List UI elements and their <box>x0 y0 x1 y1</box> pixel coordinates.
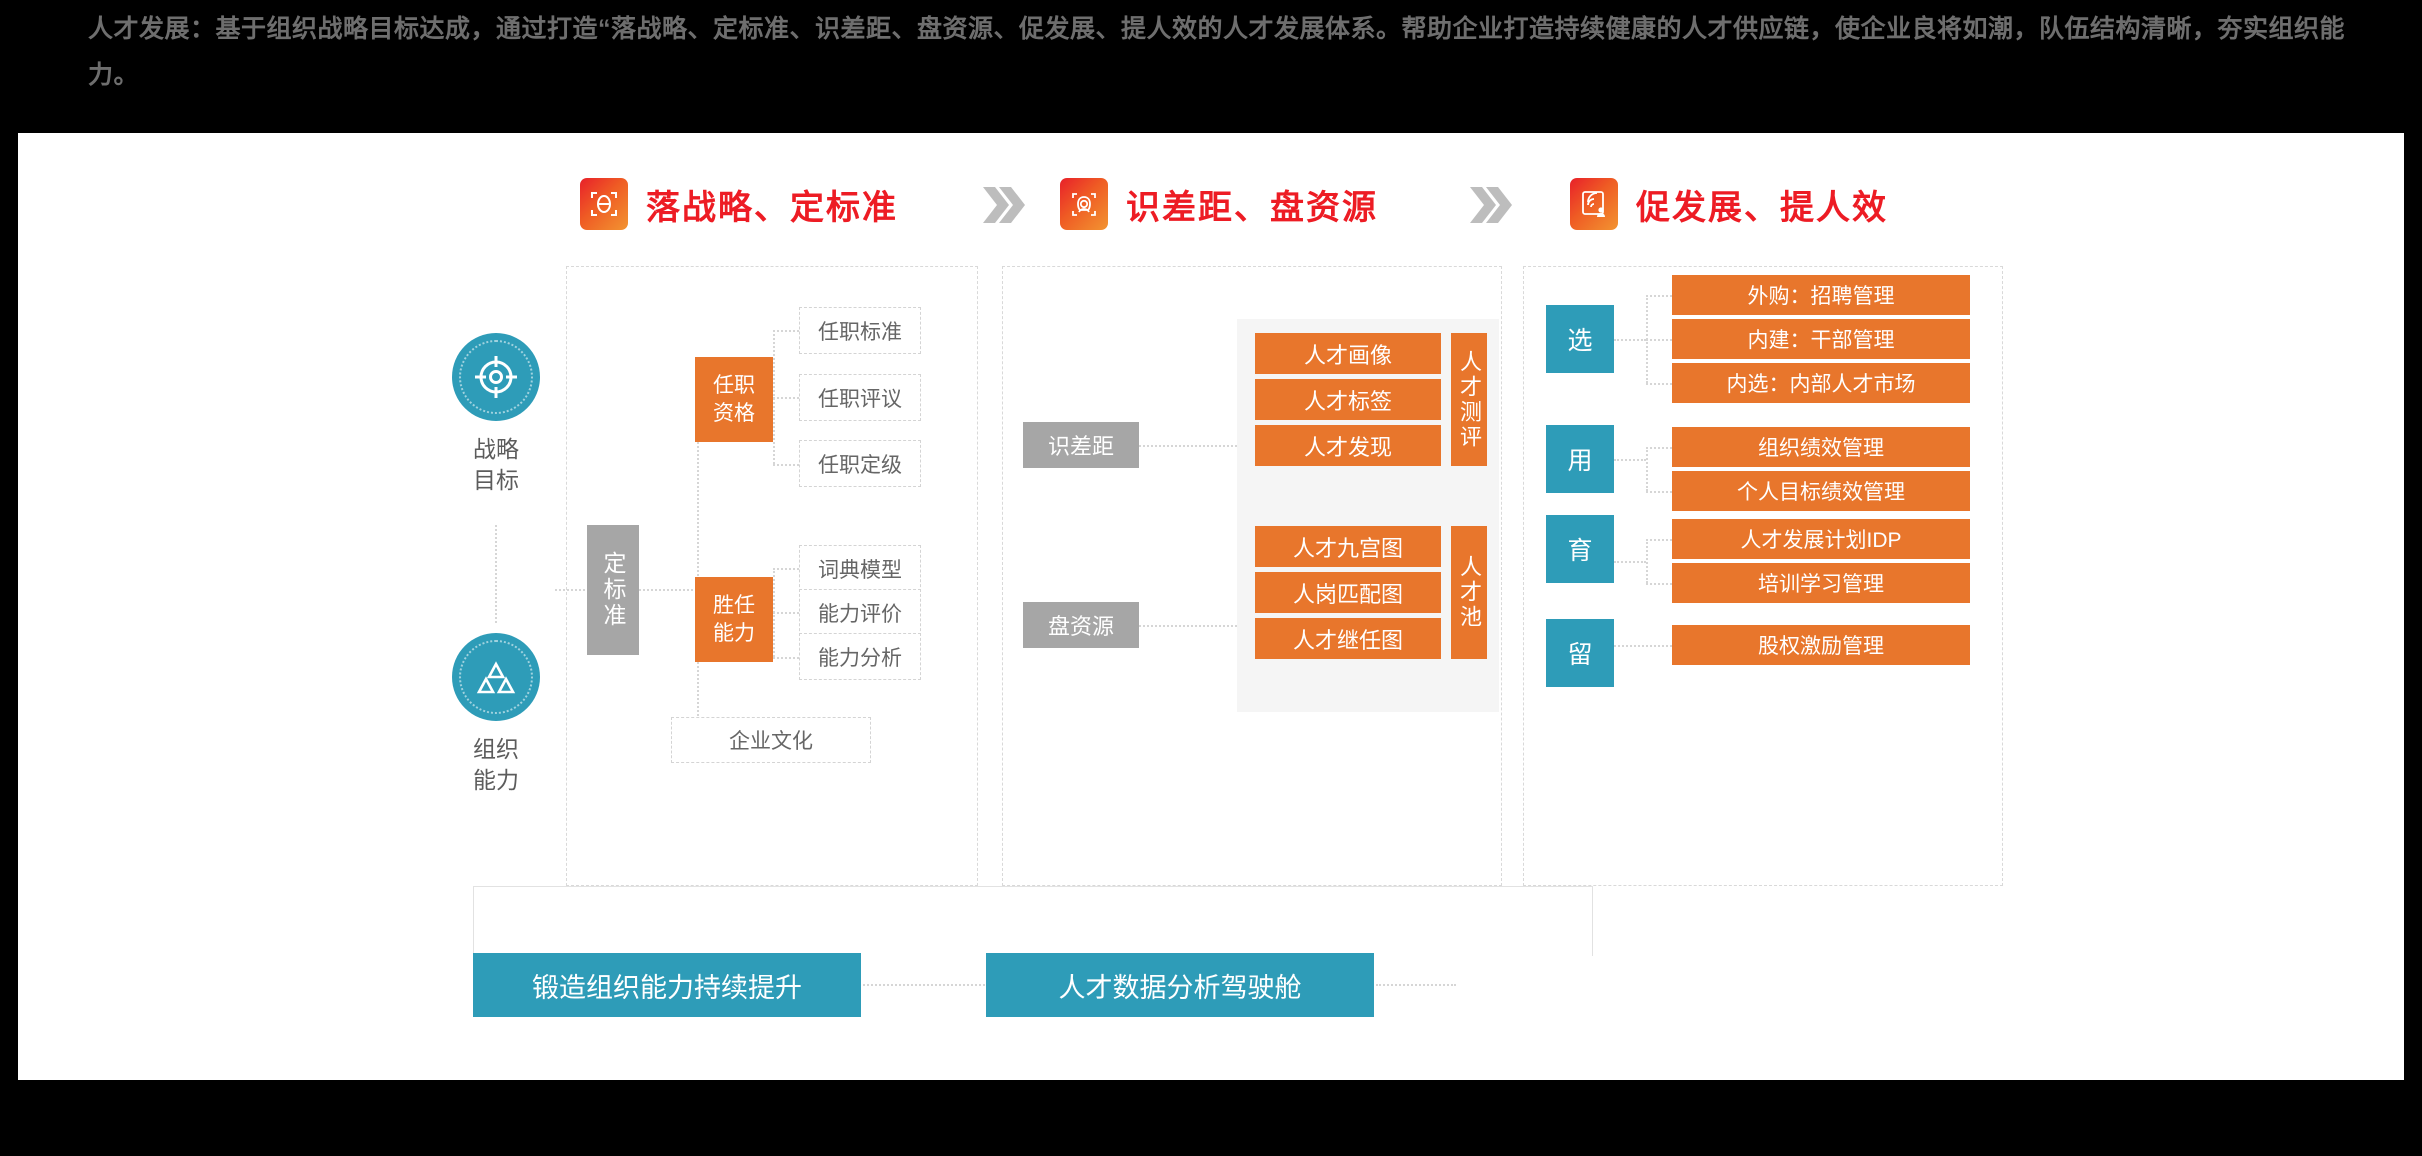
item-talent-profile[interactable]: 人才画像 <box>1255 333 1441 374</box>
connector <box>1614 339 1646 341</box>
page-description: 人才发展：基于组织战略目标达成，通过打造“落战略、定标准、识差距、盘资源、促发展… <box>88 6 2388 98</box>
bottom-bracket <box>473 886 1593 956</box>
rail-item-strategy[interactable]: 战略 目标 <box>436 333 556 496</box>
fingerprint-people-icon <box>1570 178 1618 230</box>
section-header-1[interactable]: 落战略、定标准 <box>580 171 898 237</box>
double-chevron-right-icon-1 <box>981 185 1025 225</box>
section-header-1-title: 落战略、定标准 <box>646 188 898 227</box>
category-select[interactable]: 选 <box>1546 305 1614 373</box>
connector <box>1646 491 1672 493</box>
double-chevron-right-icon-2 <box>1468 185 1512 225</box>
section-header-3[interactable]: 促发展、提人效 <box>1570 171 1888 237</box>
item-talent-development-idp[interactable]: 人才发展计划IDP <box>1672 519 1970 559</box>
rail-item-capability-label: 组织 能力 <box>473 736 519 793</box>
item-org-performance-management[interactable]: 组织绩效管理 <box>1672 427 1970 467</box>
item-talent-pool[interactable]: 人才池 <box>1451 526 1487 659</box>
item-internal-talent-market[interactable]: 内选：内部人才市场 <box>1672 363 1970 403</box>
item-talent-assessment[interactable]: 人才测评 <box>1451 333 1487 466</box>
tag-identify-gap[interactable]: 识差距 <box>1023 422 1139 468</box>
connector <box>1646 447 1648 491</box>
item-talent-nine-grid[interactable]: 人才九宫图 <box>1255 526 1441 567</box>
connector <box>1646 383 1672 385</box>
box-qualification[interactable]: 任职 资格 <box>695 357 773 442</box>
item-talent-succession[interactable]: 人才继任图 <box>1255 618 1441 659</box>
item-cadre-management[interactable]: 内建：干部管理 <box>1672 319 1970 359</box>
bottom-connector-1 <box>863 984 985 986</box>
left-rail: 战略 目标 组织 能力 <box>436 333 556 833</box>
section-header-2-title: 识差距、盘资源 <box>1126 188 1378 227</box>
bottom-bar-org-capability[interactable]: 锻造组织能力持续提升 <box>473 953 861 1017</box>
connector <box>773 330 799 332</box>
box-set-standard[interactable]: 定标准 <box>587 525 639 655</box>
page-description-lead: 人才发展： <box>88 15 216 43</box>
connector <box>773 568 799 570</box>
leaf-qualification-review[interactable]: 任职评议 <box>799 374 921 421</box>
leaf-qualification-standard[interactable]: 任职标准 <box>799 307 921 354</box>
connector <box>1646 447 1672 449</box>
panel-develop-and-efficiency: 选 用 育 留 外购：招聘管理 内建：干部管理 内选：内部人才市场 组织绩效管理… <box>1523 266 2003 886</box>
item-individual-goal-performance[interactable]: 个人目标绩效管理 <box>1672 471 1970 511</box>
connector <box>773 397 799 399</box>
connector <box>1614 645 1672 647</box>
tag-inventory-resources[interactable]: 盘资源 <box>1023 602 1139 648</box>
connector <box>773 657 799 659</box>
connector <box>1139 445 1237 447</box>
connector <box>773 464 799 466</box>
category-develop[interactable]: 育 <box>1546 515 1614 583</box>
leaf-dictionary-model[interactable]: 词典模型 <box>799 545 921 592</box>
panel-identify-gap-and-inventory: 识差距 盘资源 人才画像 人才标签 人才发现 人才测评 人才九宫图 人岗匹配图 … <box>1002 266 1502 886</box>
target-crosshair-icon <box>452 333 540 421</box>
rail-item-strategy-label: 战略 目标 <box>473 436 519 493</box>
connector <box>1614 459 1646 461</box>
rail-item-capability[interactable]: 组织 能力 <box>436 633 556 796</box>
connector <box>1614 561 1646 563</box>
connector <box>697 399 699 747</box>
bottom-bar-talent-dashboard[interactable]: 人才数据分析驾驶舱 <box>986 953 1374 1017</box>
connector <box>555 589 589 591</box>
connector <box>1139 625 1237 627</box>
category-use[interactable]: 用 <box>1546 425 1614 493</box>
rail-connector <box>495 525 497 623</box>
item-talent-tag[interactable]: 人才标签 <box>1255 379 1441 420</box>
connector <box>1646 539 1672 541</box>
item-person-post-match[interactable]: 人岗匹配图 <box>1255 572 1441 613</box>
section-header-3-title: 促发展、提人效 <box>1636 188 1888 227</box>
panel-set-standards: 定标准 任职 资格 胜任 能力 任职标准 任职评议 任职定级 词典模型 能力评价… <box>555 266 978 886</box>
section-header-2[interactable]: 识差距、盘资源 <box>1060 171 1378 237</box>
connector <box>639 589 697 591</box>
leaf-capability-eval[interactable]: 能力评价 <box>799 589 921 636</box>
box-competency[interactable]: 胜任 能力 <box>695 577 773 662</box>
triangles-icon <box>452 633 540 721</box>
section-header-row: 落战略、定标准 识差距、盘资源 <box>18 163 2404 243</box>
scan-target-icon <box>580 178 628 230</box>
connector <box>1646 583 1672 585</box>
box-corporate-culture[interactable]: 企业文化 <box>671 717 871 763</box>
item-talent-discovery[interactable]: 人才发现 <box>1255 425 1441 466</box>
diagram-canvas: 落战略、定标准 识差距、盘资源 <box>18 133 2404 1080</box>
leaf-qualification-grading[interactable]: 任职定级 <box>799 440 921 487</box>
connector <box>1646 339 1672 341</box>
scan-person-icon <box>1060 178 1108 230</box>
connector <box>1646 539 1648 583</box>
item-recruitment-management[interactable]: 外购：招聘管理 <box>1672 275 1970 315</box>
connector <box>773 612 799 614</box>
page-description-body: 基于组织战略目标达成，通过打造“落战略、定标准、识差距、盘资源、促发展、提人效的… <box>88 15 2346 89</box>
item-training-learning-management[interactable]: 培训学习管理 <box>1672 563 1970 603</box>
item-equity-incentive-management[interactable]: 股权激励管理 <box>1672 625 1970 665</box>
connector <box>1646 295 1672 297</box>
leaf-capability-analysis[interactable]: 能力分析 <box>799 633 921 680</box>
bottom-connector-2 <box>1376 984 1456 986</box>
category-retain[interactable]: 留 <box>1546 619 1614 687</box>
